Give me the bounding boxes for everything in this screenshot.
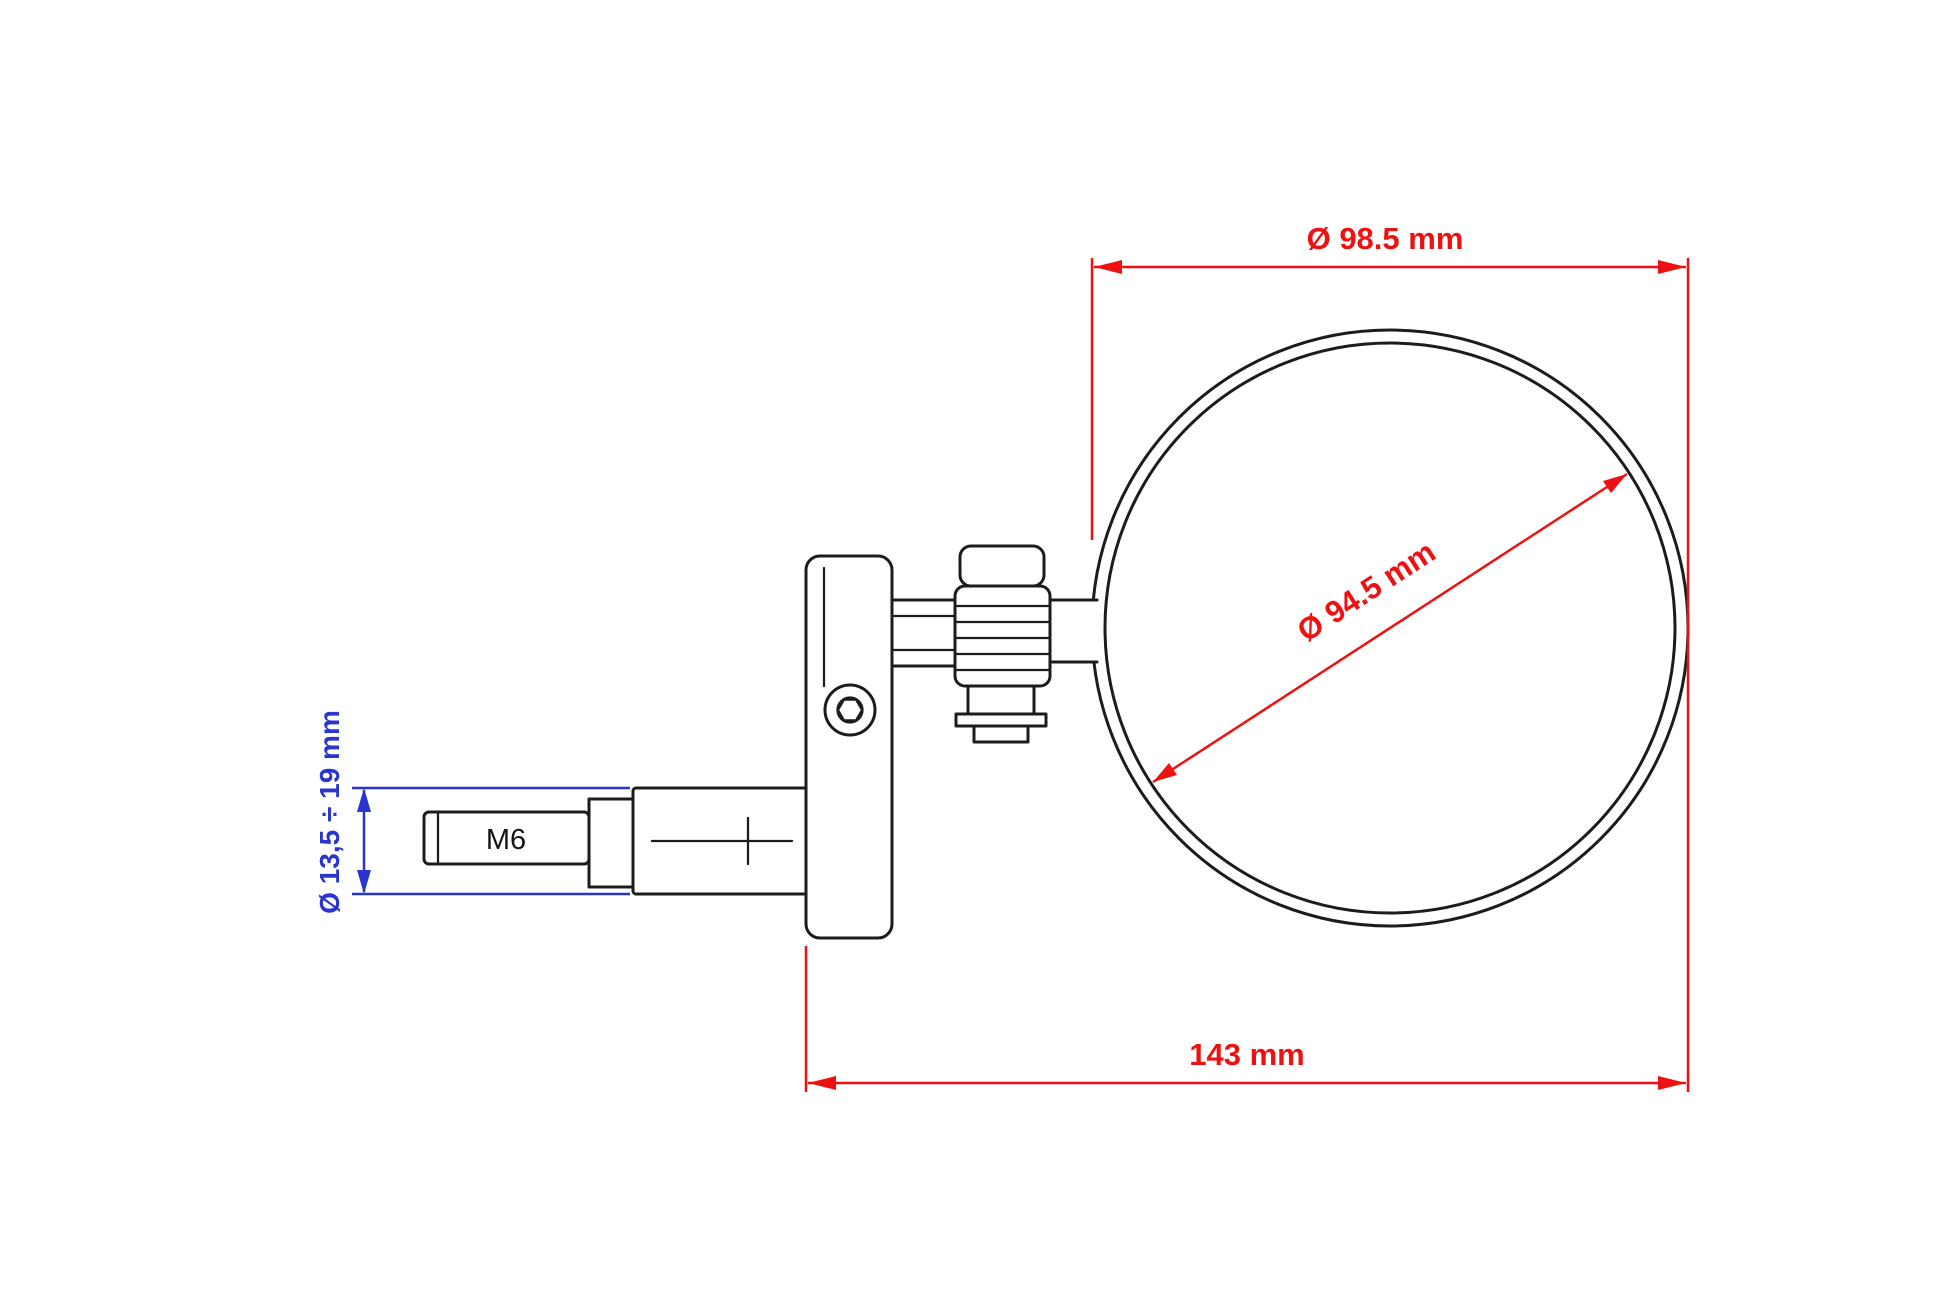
arrow-lower-left bbox=[1153, 763, 1177, 782]
arrow-right bbox=[1658, 260, 1686, 274]
overall-length-label: 143 mm bbox=[1189, 1037, 1304, 1072]
pivot-screw-head bbox=[823, 683, 877, 737]
hinge-clamp bbox=[953, 544, 1052, 744]
mount-diameter-range-label: Ø 13,5 ÷ 19 mm bbox=[314, 710, 345, 914]
dimension-mirror-outer: Ø 98.5 mm bbox=[1090, 221, 1690, 1092]
arrow-left bbox=[1094, 260, 1122, 274]
dimension-line-diagonal bbox=[1152, 472, 1628, 784]
clamp-washer bbox=[954, 712, 1048, 728]
bolt-thread-label: M6 bbox=[486, 824, 526, 856]
clamp-screw-head bbox=[958, 544, 1046, 588]
arrow-upper-right bbox=[1603, 474, 1627, 493]
mirror-glass-rim bbox=[1103, 341, 1677, 915]
mirror-socket bbox=[1047, 598, 1099, 664]
bolt-washer bbox=[587, 797, 635, 889]
bolt-assembly: M6 bbox=[422, 786, 810, 896]
mirror-glass-diameter-label: Ø 94.5 mm bbox=[1291, 534, 1442, 649]
dimension-mirror-glass: Ø 94.5 mm bbox=[1152, 472, 1628, 784]
dimension-overall-length: 143 mm bbox=[804, 946, 1686, 1092]
pivot-screw-hex bbox=[836, 698, 864, 722]
arrow-down bbox=[357, 870, 371, 894]
socket-occluder bbox=[1049, 601, 1098, 661]
arrow-up bbox=[357, 788, 371, 812]
arrow-left bbox=[808, 1076, 836, 1090]
clamp-nut bbox=[966, 684, 1036, 716]
clamp-stud bbox=[972, 724, 1030, 744]
mount-block bbox=[804, 554, 894, 940]
mount-block-body bbox=[804, 554, 894, 940]
mirror-outer-diameter-label: Ø 98.5 mm bbox=[1307, 221, 1464, 256]
dimension-mount-range: Ø 13,5 ÷ 19 mm bbox=[314, 710, 630, 914]
arrow-right bbox=[1658, 1076, 1686, 1090]
